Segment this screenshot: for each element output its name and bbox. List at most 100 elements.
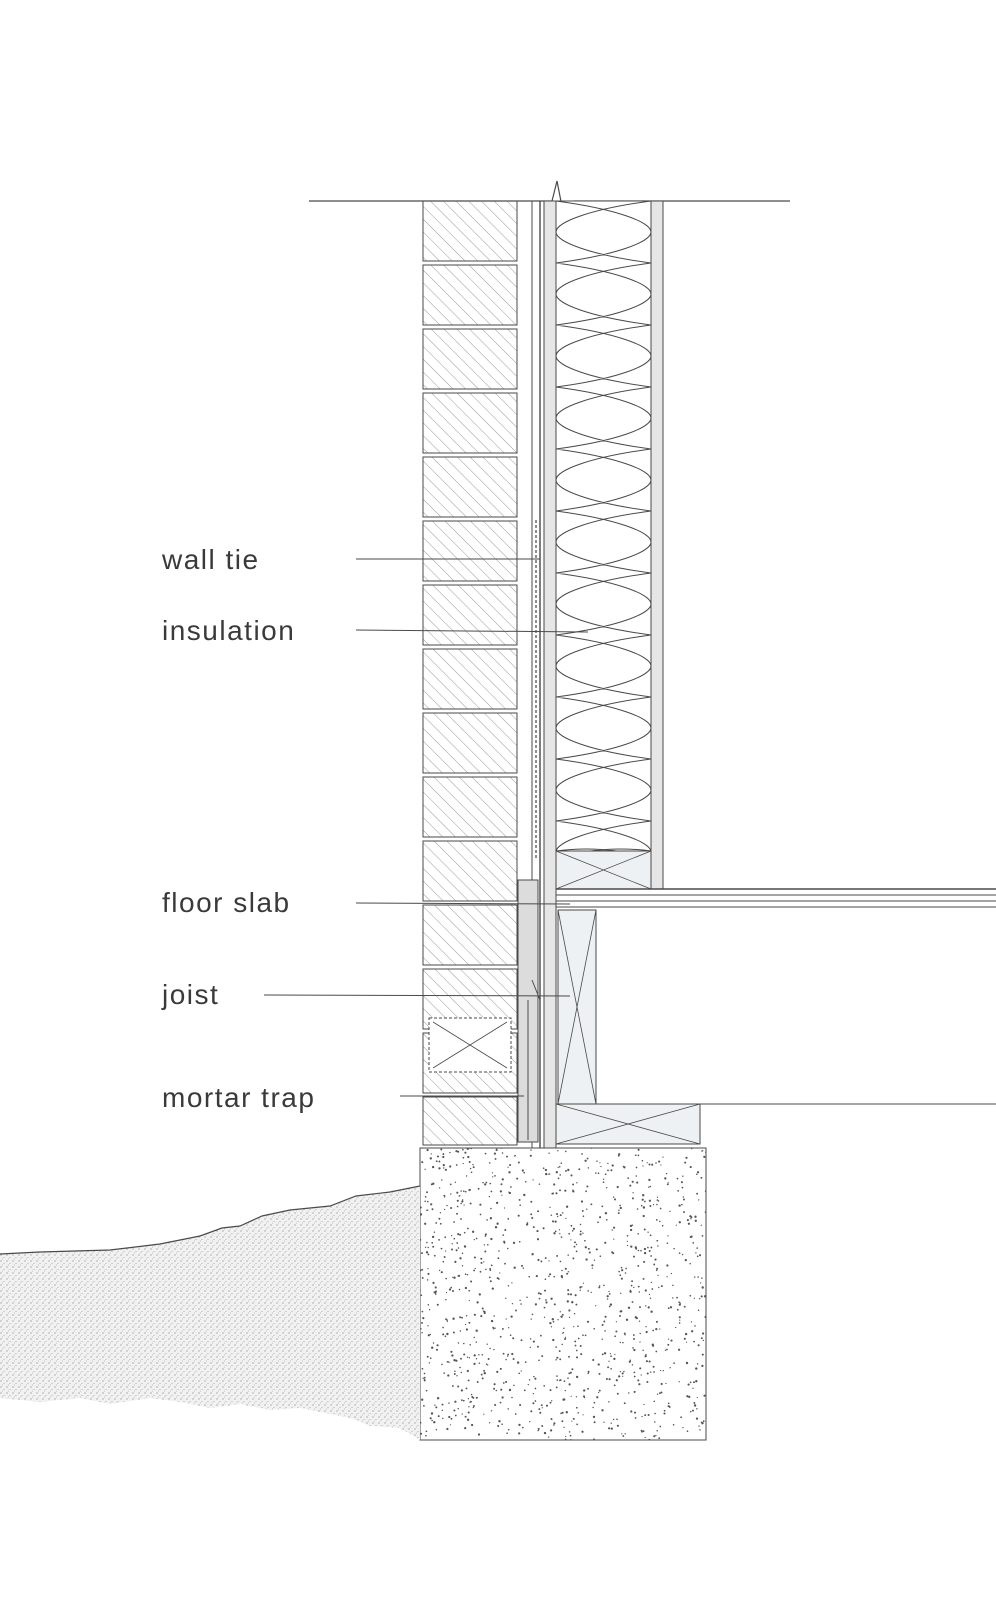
concrete-aggregate-dot [571,1420,573,1422]
concrete-aggregate-dot [474,1267,476,1270]
concrete-aggregate-dot [583,1389,586,1392]
concrete-aggregate-dot [565,1411,568,1414]
concrete-aggregate-dot [628,1360,631,1363]
concrete-aggregate-dot [430,1412,434,1415]
concrete-aggregate-dot [502,1234,505,1236]
brick-course [422,904,518,966]
concrete-aggregate-dot [606,1295,609,1298]
concrete-aggregate-dot [598,1286,601,1289]
concrete-aggregate-dot [432,1281,435,1284]
concrete-aggregate-dot [640,1249,642,1252]
concrete-aggregate-dot [648,1199,652,1202]
concrete-aggregate-dot [619,1310,622,1313]
concrete-aggregate-dot [421,1161,424,1164]
concrete-aggregate-dot [487,1358,490,1360]
concrete-aggregate-dot [561,1420,564,1423]
concrete-aggregate-dot [559,1174,562,1176]
concrete-aggregate-dot [471,1230,475,1233]
concrete-aggregate-dot [533,1375,535,1378]
concrete-aggregate-dot [496,1222,499,1225]
concrete-aggregate-dot [470,1423,474,1427]
concrete-aggregate-dot [639,1306,641,1309]
concrete-aggregate-dot [492,1328,495,1330]
concrete-aggregate-dot [483,1369,486,1372]
concrete-aggregate-dot [564,1337,567,1341]
concrete-aggregate-dot [667,1343,670,1346]
concrete-aggregate-dot [567,1271,570,1273]
concrete-aggregate-dot [466,1356,469,1358]
concrete-aggregate-dot [435,1160,438,1163]
concrete-aggregate-dot [686,1219,689,1222]
concrete-aggregate-dot [564,1438,567,1440]
concrete-aggregate-dot [426,1148,429,1152]
concrete-aggregate-dot [681,1253,684,1256]
concrete-aggregate-dot [501,1178,504,1181]
concrete-aggregate-dot [529,1338,532,1340]
concrete-aggregate-dot [689,1263,691,1265]
concrete-aggregate-dot [467,1411,470,1414]
concrete-aggregate-dot [642,1214,645,1218]
concrete-aggregate-dot [433,1254,436,1257]
concrete-aggregate-dot [631,1197,634,1200]
concrete-aggregate-dot [523,1193,526,1197]
brick-course [422,776,518,838]
concrete-aggregate-dot [561,1269,563,1272]
concrete-aggregate-dot [570,1395,572,1397]
concrete-aggregate-dot [637,1264,640,1267]
concrete-aggregate-dot [523,1389,526,1392]
concrete-aggregate-dot [568,1431,571,1433]
concrete-aggregate-dot [632,1334,635,1336]
concrete-aggregate-dot [631,1364,634,1366]
concrete-aggregate-dot [543,1385,546,1387]
concrete-aggregate-dot [572,1190,575,1193]
concrete-aggregate-dot [582,1414,584,1416]
concrete-aggregate-dot [614,1335,616,1338]
concrete-aggregate-dot [595,1248,598,1251]
concrete-aggregate-dot [536,1230,539,1233]
concrete-aggregate-dot [553,1183,556,1186]
concrete-aggregate-dot [565,1435,567,1438]
concrete-aggregate-dot [586,1208,588,1210]
concrete-aggregate-dot [648,1293,651,1296]
concrete-aggregate-dot [548,1260,550,1262]
concrete-aggregate-dot [526,1296,528,1298]
concrete-aggregate-dot [667,1402,670,1405]
concrete-aggregate-dot [608,1293,611,1295]
concrete-aggregate-dot [489,1267,492,1270]
concrete-aggregate-dot [540,1404,543,1407]
concrete-aggregate-dot [619,1206,622,1210]
concrete-aggregate-dot [497,1257,500,1260]
concrete-aggregate-dot [619,1370,622,1373]
concrete-aggregate-dot [657,1245,659,1247]
concrete-aggregate-dot [561,1332,564,1334]
concrete-aggregate-dot [620,1266,623,1269]
concrete-aggregate-dot [613,1384,616,1387]
concrete-aggregate-dot [442,1167,445,1169]
concrete-aggregate-dot [613,1226,616,1229]
concrete-aggregate-dot [442,1326,444,1329]
concrete-aggregate-dot [461,1413,463,1415]
concrete-aggregate-dot [438,1238,441,1241]
concrete-aggregate-dot [553,1303,556,1306]
concrete-aggregate-dot [625,1267,627,1270]
concrete-aggregate-dot [704,1211,706,1214]
concrete-aggregate-dot [568,1316,571,1319]
concrete-aggregate-dot [696,1396,698,1399]
concrete-aggregate-dot [526,1222,529,1224]
concrete-aggregate-dot [499,1190,503,1193]
concrete-aggregate-dot [599,1162,601,1164]
concrete-aggregate-dot [573,1326,575,1328]
concrete-aggregate-dot [455,1249,458,1252]
concrete-aggregate-dot [633,1338,635,1340]
concrete-aggregate-dot [532,1179,534,1181]
concrete-aggregate-dot [425,1434,427,1437]
concrete-aggregate-dot [431,1235,435,1239]
concrete-aggregate-dot [548,1173,551,1175]
concrete-aggregate-dot [580,1353,583,1356]
concrete-aggregate-dot [606,1298,609,1300]
concrete-aggregate-dot [640,1374,642,1376]
concrete-aggregate-dot [658,1160,661,1163]
concrete-aggregate-dot [556,1375,558,1377]
concrete-aggregate-dot [464,1415,467,1418]
concrete-aggregate-dot [681,1186,684,1189]
